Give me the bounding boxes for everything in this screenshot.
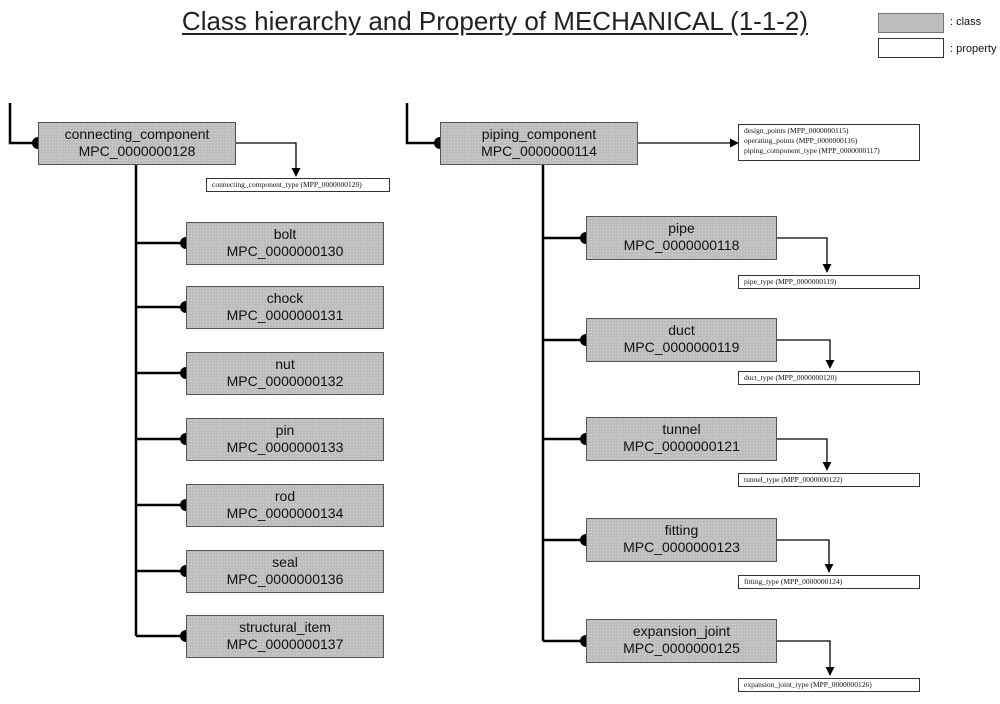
legend-class-swatch bbox=[878, 13, 944, 33]
class-name: expansion_joint bbox=[632, 623, 731, 639]
legend-class-label: : class bbox=[950, 16, 982, 28]
page-title: Class hierarchy and Property of MECHANIC… bbox=[181, 6, 809, 36]
class-code: MPC_0000000131 bbox=[226, 307, 344, 323]
class-code: MPC_0000000125 bbox=[623, 640, 740, 656]
property-box-expansion-joint-type: expansion_joint_type (MPP_0000000126) bbox=[738, 678, 920, 692]
class-box-fitting: fitting MPC_0000000123 bbox=[586, 518, 777, 562]
legend-property-label: : property bbox=[950, 43, 997, 55]
class-box-nut: nut MPC_0000000132 bbox=[186, 352, 384, 395]
class-name: structural_item bbox=[239, 619, 331, 635]
class-code: MPC_0000000118 bbox=[623, 237, 740, 253]
property-label: operating_points (MPP_0000000116) bbox=[744, 136, 858, 145]
class-name: chock bbox=[266, 290, 304, 306]
class-box-connecting-component: connecting_component MPC_0000000128 bbox=[38, 122, 236, 165]
class-box-pipe: pipe MPC_0000000118 bbox=[586, 216, 777, 260]
class-code: MPC_0000000123 bbox=[623, 539, 740, 555]
class-code: MPC_0000000119 bbox=[623, 339, 740, 355]
class-name: tunnel bbox=[662, 421, 701, 437]
class-code: MPC_0000000134 bbox=[226, 505, 344, 521]
property-label: fitting_type (MPP_0000000124) bbox=[744, 577, 843, 586]
class-name: bolt bbox=[273, 226, 297, 242]
class-name: nut bbox=[275, 356, 295, 372]
class-box-bolt: bolt MPC_0000000130 bbox=[186, 222, 384, 265]
class-name: seal bbox=[272, 554, 298, 570]
property-label: expansion_joint_type (MPP_0000000126) bbox=[744, 680, 872, 689]
property-label: piping_component_type (MPP_0000000117) bbox=[744, 146, 880, 155]
class-box-structural-item: structural_item MPC_0000000137 bbox=[186, 615, 384, 658]
class-code: MPC_0000000136 bbox=[226, 571, 344, 587]
property-label: tunnel_type (MPP_0000000122) bbox=[744, 475, 843, 484]
property-box-connecting-component-type: connecting_component_type (MPP_000000012… bbox=[206, 178, 390, 192]
class-box-tunnel: tunnel MPC_0000000121 bbox=[586, 417, 777, 461]
class-name: pipe bbox=[668, 220, 695, 236]
class-code: MPC_0000000137 bbox=[226, 636, 344, 652]
class-name: fitting bbox=[664, 522, 699, 538]
class-name: piping_component bbox=[481, 126, 597, 142]
class-box-duct: duct MPC_0000000119 bbox=[586, 318, 777, 362]
property-label: connecting_component_type (MPP_000000012… bbox=[212, 180, 362, 189]
class-box-seal: seal MPC_0000000136 bbox=[186, 550, 384, 593]
property-box-pipe-type: pipe_type (MPP_0000000119) bbox=[738, 275, 920, 289]
class-code: MPC_0000000132 bbox=[226, 373, 344, 389]
class-box-expansion-joint: expansion_joint MPC_0000000125 bbox=[586, 619, 777, 663]
property-label: design_points (MPP_0000000115) bbox=[744, 126, 849, 135]
class-name: duct bbox=[668, 322, 695, 338]
property-box-piping-component: design_points (MPP_0000000115) operating… bbox=[738, 124, 920, 161]
class-code: MPC_0000000128 bbox=[78, 143, 196, 159]
property-box-tunnel-type: tunnel_type (MPP_0000000122) bbox=[738, 473, 920, 487]
property-box-fitting-type: fitting_type (MPP_0000000124) bbox=[738, 575, 920, 589]
class-box-chock: chock MPC_0000000131 bbox=[186, 286, 384, 329]
class-code: MPC_0000000130 bbox=[226, 243, 344, 259]
class-code: MPC_0000000133 bbox=[226, 439, 344, 455]
class-name: rod bbox=[274, 488, 296, 504]
legend-property-swatch bbox=[878, 38, 944, 58]
class-code: MPC_0000000114 bbox=[481, 143, 597, 159]
property-label: pipe_type (MPP_0000000119) bbox=[744, 277, 837, 286]
class-box-piping-component: piping_component MPC_0000000114 bbox=[440, 122, 638, 165]
class-name: pin bbox=[275, 422, 295, 438]
class-name: connecting_component bbox=[64, 126, 210, 142]
class-code: MPC_0000000121 bbox=[623, 438, 740, 454]
property-label: duct_type (MPP_0000000120) bbox=[744, 373, 837, 382]
property-box-duct-type: duct_type (MPP_0000000120) bbox=[738, 371, 920, 385]
class-box-pin: pin MPC_0000000133 bbox=[186, 418, 384, 461]
class-box-rod: rod MPC_0000000134 bbox=[186, 484, 384, 527]
